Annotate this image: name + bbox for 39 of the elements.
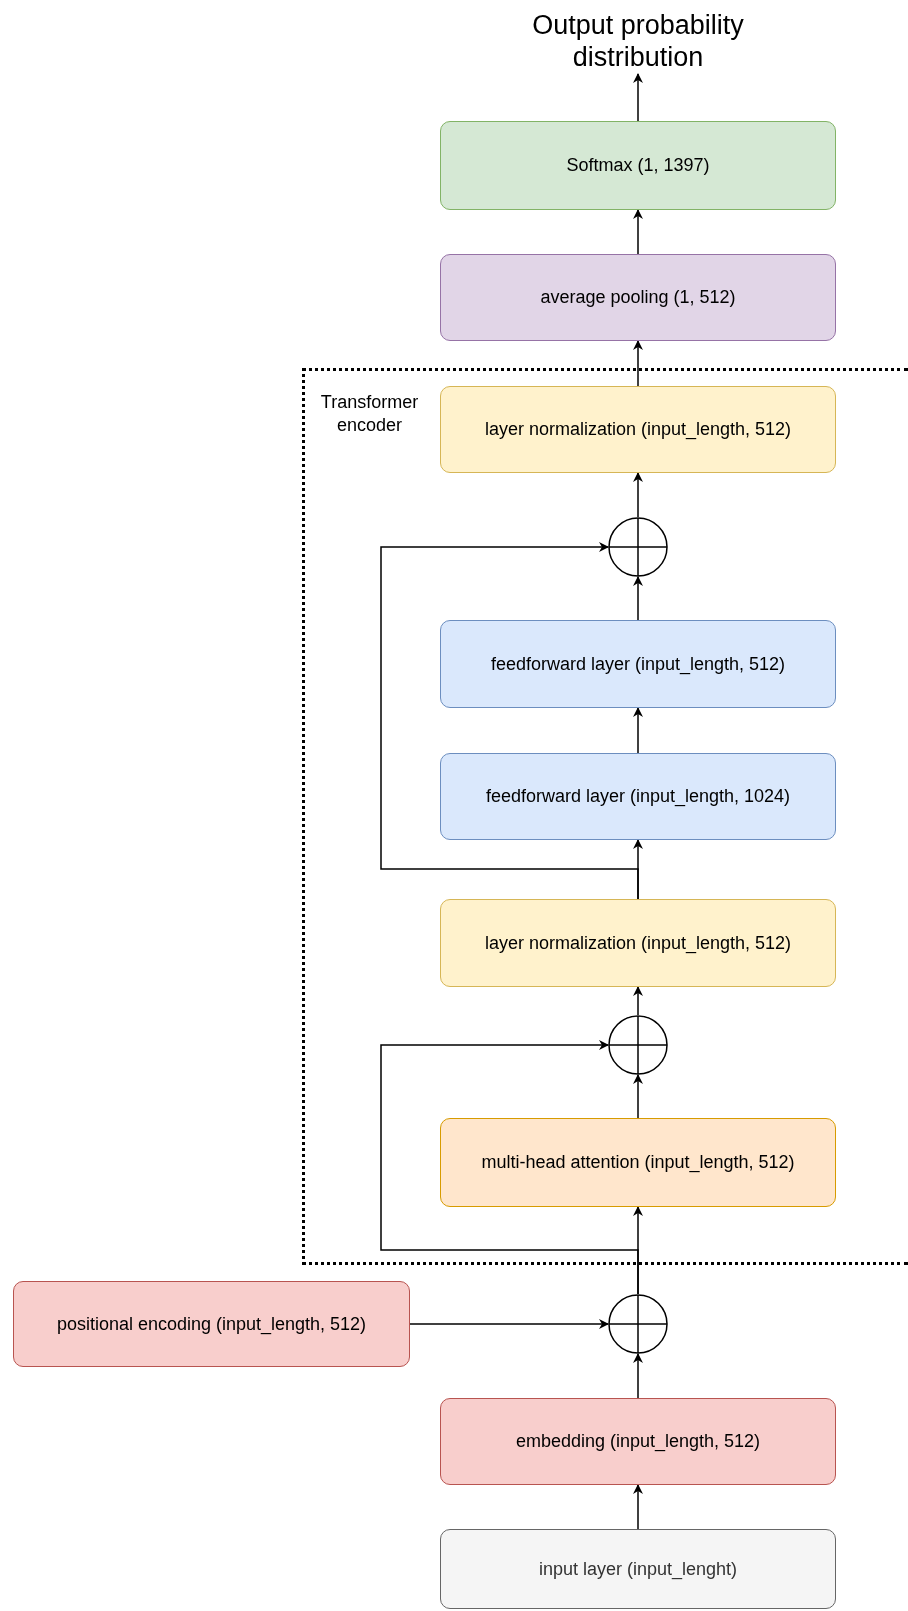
arrow [633,707,643,754]
layer-label: Softmax (1, 1397) [566,154,710,177]
arrow [380,542,639,900]
layer-box [440,1398,836,1485]
layer-box [440,620,836,708]
layer-box [440,386,836,473]
dotted-group-frame [302,368,908,1265]
layer-box [440,753,836,840]
arrow [409,1319,609,1329]
layer-label: embedding (input_length, 512) [515,1430,761,1453]
layer-label: multi-head attention (input_length, 512) [481,1151,795,1174]
sum-circle [608,517,668,577]
layer-label: layer normalization (input_length, 512) [484,931,792,955]
group-label: Transformer encoder [319,391,420,438]
layer-box [440,121,836,210]
arrow [633,1074,643,1119]
arrow [633,209,643,255]
output-label: Output probability distribution [531,8,745,74]
layer-box [13,1281,410,1367]
layer-label: feedforward layer (input_length, 1024) [485,785,791,808]
layer-box [440,254,836,341]
arrow [633,1353,643,1399]
layer-label: input layer (input_lenght) [538,1557,738,1581]
layer-label: feedforward layer (input_length, 512) [490,652,786,676]
arrow [633,340,643,387]
layer-label: positional encoding (input_length, 512) [56,1312,367,1336]
arrow [380,1040,639,1295]
sum-circle [608,1294,668,1354]
arrow [633,576,643,621]
layer-box [440,899,836,987]
arrow [633,472,643,518]
layer-label: average pooling (1, 512) [540,286,736,309]
layer-box [440,1118,836,1207]
arrow [633,73,643,122]
sum-circle [608,1015,668,1075]
arrow [633,1484,643,1530]
layer-box [440,1529,836,1609]
layer-label: layer normalization (input_length, 512) [484,418,792,441]
arrow [633,986,643,1016]
